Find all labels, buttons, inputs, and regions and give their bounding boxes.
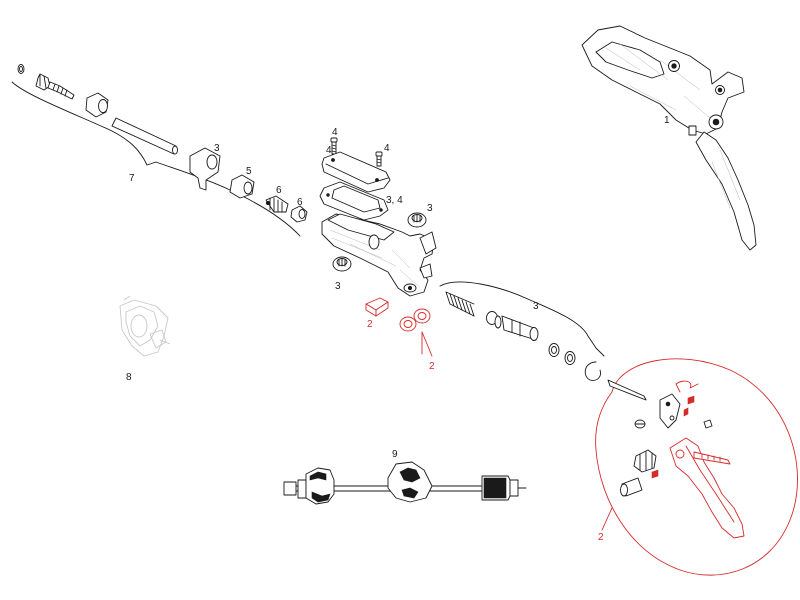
part-4-screw-left[interactable] [330,137,338,155]
part-4-screw-right[interactable] [375,151,383,167]
callout-part-5: 5 [246,166,252,177]
callout-part-2-pin: 2 [367,319,373,330]
callout-part-3-port-bottom: 3 [335,281,341,292]
part-4-reservoir-cap[interactable] [321,151,391,193]
part-7-hose-kit[interactable] [11,64,301,237]
callout-part-2-bushings: 2 [429,361,435,372]
part-3-bleed-port-top[interactable] [407,212,427,228]
part-3-4-diaphragm[interactable] [319,181,389,221]
part-1-brake-lever-assembly[interactable] [581,25,757,251]
master-cylinder-body[interactable] [321,213,437,297]
callout-part-3-port-top: 3 [427,203,433,214]
callout-part-3-4: 3, 4 [386,195,403,206]
part-2-bushings-red[interactable] [399,308,433,357]
part-6-olive-nut[interactable] [290,205,308,223]
part-2-lever-kit-group-red[interactable] [595,358,798,576]
callout-part-1: 1 [664,115,670,126]
callout-part-8: 8 [126,372,132,383]
part-8-handlebar-clamp[interactable] [119,295,171,357]
part-5-barb[interactable] [229,174,255,199]
part-9-bleed-tool[interactable] [283,461,527,505]
callout-part-3-collar: 3 [214,143,220,154]
part-3-collar[interactable] [189,147,221,191]
callout-part-9: 9 [392,449,398,460]
callout-part-2-kit: 2 [598,532,604,543]
part-2-pin-red[interactable] [365,297,389,317]
callout-part-4-screw-right: 4 [384,143,390,154]
callout-part-6a: 6 [276,185,282,196]
part-6-olive-threaded[interactable] [265,195,289,213]
part-3-plunger-kit[interactable] [439,281,605,381]
callout-part-4-screw-left: 4 [332,127,338,138]
part-3-bleed-port-bottom[interactable] [332,256,352,272]
callout-part-6b: 6 [297,197,303,208]
callout-part-3-plunger: 3 [533,301,539,312]
callout-part-4-cap: 4 [326,145,332,156]
callout-part-7: 7 [129,173,135,184]
